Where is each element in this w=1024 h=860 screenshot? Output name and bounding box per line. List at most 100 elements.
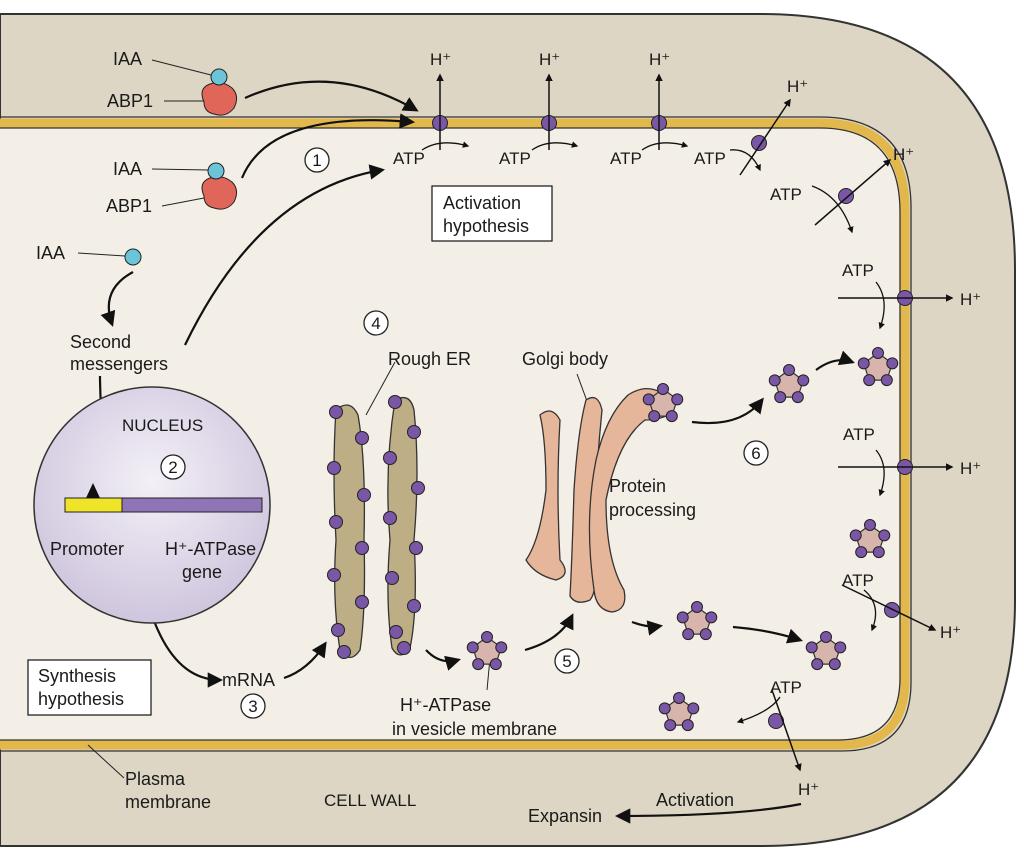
ribosome: [389, 625, 403, 639]
atp-label: ATP: [499, 149, 531, 168]
iaa-label: IAA: [113, 159, 142, 179]
ribosome: [383, 451, 397, 465]
vesicle: [658, 692, 700, 732]
h-plus-label: H⁺: [649, 50, 670, 69]
atp-arrows: [421, 141, 885, 724]
vesicle-label: in vesicle membrane: [392, 719, 557, 739]
activation-label: Activation: [656, 790, 734, 810]
ribosome: [327, 461, 341, 475]
vesicle: [805, 631, 847, 671]
synthesis-hypothesis-box: [27, 659, 152, 716]
ribosome: [385, 571, 399, 585]
atp-label: ATP: [842, 571, 874, 590]
plasma-membrane-outer: [0, 116, 912, 752]
atp-label: ATP: [770, 185, 802, 204]
atp-label: ATP: [842, 261, 874, 280]
promoter-label: Promoter: [50, 539, 124, 559]
ribosome: [383, 511, 397, 525]
vesicle: [676, 601, 718, 641]
plasma-membrane-inner: [0, 127, 901, 741]
step-4: 4: [371, 314, 380, 333]
signaling-arrows: [98, 80, 855, 824]
h-plus-label: H⁺: [940, 623, 961, 642]
h-plus-label: H⁺: [893, 145, 914, 164]
atp-label: ATP: [610, 149, 642, 168]
synthesis-hypothesis-label: Synthesis: [38, 666, 116, 686]
plasma-membrane-label: membrane: [125, 792, 211, 812]
labels: IAA ABP1 IAA ABP1 IAA Second messengers …: [36, 49, 734, 826]
abp1-receptor: [201, 68, 238, 116]
ribosome: [357, 488, 371, 502]
step-1: 1: [312, 151, 321, 170]
vesicle: [849, 519, 891, 559]
nucleus-label: NUCLEUS: [122, 416, 203, 435]
vesicle: [768, 364, 810, 404]
ribosome: [409, 541, 423, 555]
atp-label: ATP: [843, 425, 875, 444]
ribosome: [327, 568, 341, 582]
nucleus: [33, 386, 271, 624]
ribosome: [331, 623, 345, 637]
proton-pump: [838, 188, 854, 204]
ribosome: [388, 395, 402, 409]
h-plus-label: H⁺: [787, 77, 808, 96]
second-messengers-label: Second: [70, 332, 131, 352]
gene-label: H⁺-ATPase: [165, 539, 256, 559]
activation-hypothesis-label: hypothesis: [443, 216, 529, 236]
ribosome: [407, 425, 421, 439]
h-plus-label: H⁺: [960, 290, 981, 309]
vesicle: [642, 383, 684, 423]
golgi-body: [525, 388, 672, 613]
second-messengers-label: messengers: [70, 354, 168, 374]
proton-efflux-arrows: [436, 73, 954, 772]
step-6: 6: [751, 444, 760, 463]
cell-wall-label: CELL WALL: [324, 791, 416, 810]
gene-label: gene: [182, 562, 222, 582]
h-plus-label: H⁺: [798, 780, 819, 799]
protein-processing-label: Protein: [609, 476, 666, 496]
abp1-label: ABP1: [106, 196, 152, 216]
step-3: 3: [248, 697, 257, 716]
ribosome: [397, 641, 411, 655]
h-plus-label: H⁺: [539, 50, 560, 69]
transcription-factor-icon: [86, 483, 100, 498]
atp-label: ATP: [393, 149, 425, 168]
vesicle: [466, 631, 508, 671]
h-plus-label: H⁺: [960, 459, 981, 478]
atp-labels: ATP ATP ATP ATP ATP ATP ATP ATP ATP: [393, 149, 875, 697]
expansin-label: Expansin: [528, 806, 602, 826]
rough-er-label: Rough ER: [388, 349, 471, 369]
plasma-membrane: [0, 118, 910, 750]
mrna-label: mRNA: [222, 670, 275, 690]
activation-hypothesis-label: Activation: [443, 193, 521, 213]
h-plus-labels: H⁺ H⁺ H⁺ H⁺ H⁺ H⁺ H⁺ H⁺ H⁺: [430, 50, 981, 799]
ribosome: [411, 481, 425, 495]
synthesis-hypothesis-label: hypothesis: [38, 689, 124, 709]
iaa-label: IAA: [113, 49, 142, 69]
atp-label: ATP: [770, 678, 802, 697]
plasma-membrane-label: Plasma: [125, 769, 186, 789]
iaa-label: IAA: [36, 243, 65, 263]
ribosome: [337, 645, 351, 659]
abp1-label: ABP1: [107, 91, 153, 111]
step-markers: 1 2 3 4 5 6: [160, 147, 769, 719]
vesicle: [857, 347, 899, 387]
iaa-molecule: [124, 248, 142, 266]
iaa-molecule: [207, 162, 225, 180]
gene-region: [121, 497, 263, 513]
proton-pump: [751, 135, 767, 151]
h-plus-label: H⁺: [430, 50, 451, 69]
ribosomes: [327, 395, 425, 659]
vesicles: [466, 347, 899, 732]
promoter-region: [64, 497, 123, 513]
ribosome: [355, 595, 369, 609]
ribosome: [329, 405, 343, 419]
golgi-body-label: Golgi body: [522, 349, 608, 369]
ribosome: [355, 431, 369, 445]
ribosome: [355, 541, 369, 555]
step-2: 2: [168, 458, 177, 477]
atp-label: ATP: [694, 149, 726, 168]
step-5: 5: [562, 652, 571, 671]
